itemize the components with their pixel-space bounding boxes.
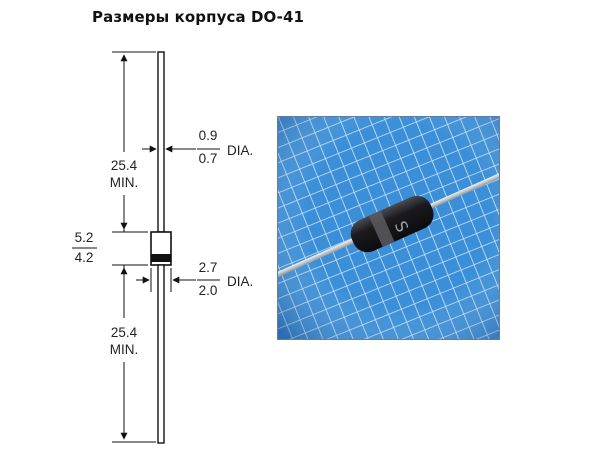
lead-length-bottom-dimension: 25.4 MIN. (110, 267, 139, 440)
lead-length-bottom-value: 25.4 (111, 325, 138, 340)
lead-length-bottom-qualifier: MIN. (110, 342, 139, 357)
cathode-band (151, 254, 171, 262)
lead-length-top-value: 25.4 (111, 158, 138, 173)
photo-lead-right (423, 167, 499, 212)
body-diameter-dimension: 2.7 2.0 DIA. (136, 260, 253, 298)
diode-lead-bottom (157, 264, 165, 444)
body-length-min: 4.2 (75, 250, 94, 265)
body-diameter-max: 2.7 (199, 260, 218, 275)
lead-diameter-dimension: 0.9 0.7 DIA. (142, 128, 253, 166)
lead-diameter-min: 0.7 (199, 151, 218, 166)
photo-diode-body (350, 195, 434, 253)
photo-lead-left (278, 236, 361, 281)
lead-diameter-max: 0.9 (199, 128, 218, 143)
lead-length-top-dimension: 25.4 MIN. (110, 54, 139, 230)
body-diameter-min: 2.0 (199, 283, 218, 298)
diode-lead-top (157, 51, 165, 233)
diode-photo: S (277, 116, 500, 340)
photo-cathode-band (368, 210, 395, 247)
body-diameter-unit: DIA. (227, 274, 253, 289)
body-length-max: 5.2 (75, 230, 94, 245)
page-title: Размеры корпуса DO-41 (92, 8, 305, 26)
lead-length-top-qualifier: MIN. (110, 175, 139, 190)
body-length-dimension: 5.2 4.2 (72, 222, 125, 278)
diode-photo-illustration: S (278, 117, 499, 339)
lead-diameter-unit: DIA. (227, 143, 253, 158)
